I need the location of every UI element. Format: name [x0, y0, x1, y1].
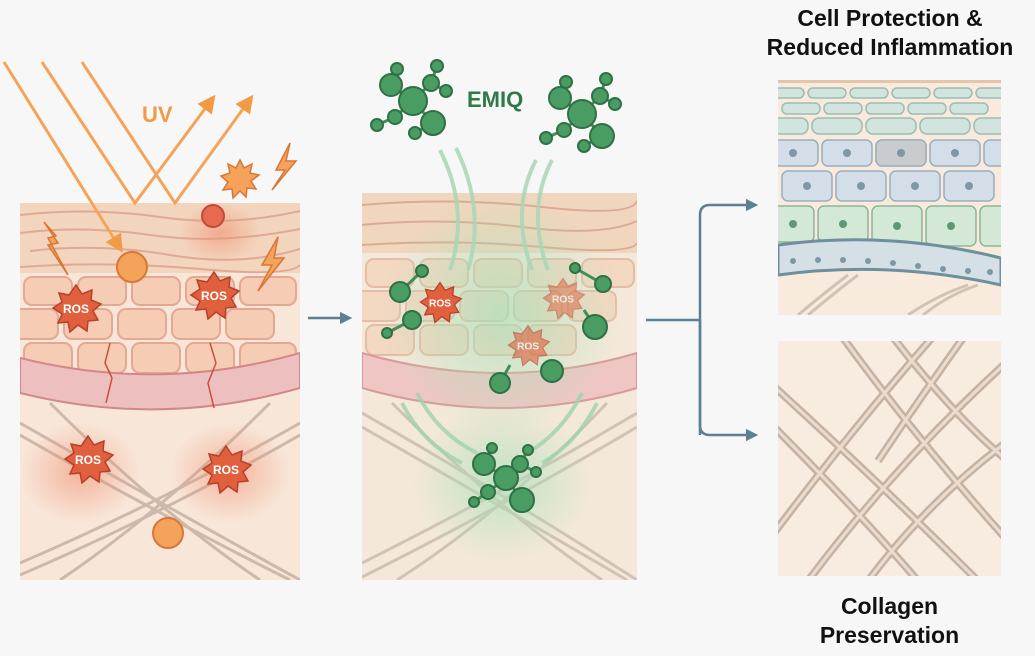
lightning-icon: [257, 236, 286, 292]
lightning-icon: [271, 142, 298, 191]
outcome-title-cell-protection: Cell Protection & Reduced Inflammation: [745, 4, 1035, 62]
ros-markers: ROS ROS ROS ROS ROS ROS ROS: [51, 270, 586, 495]
cell-protection-panel: [778, 80, 1001, 315]
uv-rays: [2, 61, 254, 253]
starburst-icon: [219, 158, 261, 200]
emiq-molecule-icon: [370, 59, 453, 140]
title-line: Preservation: [819, 622, 960, 648]
lightning-icon: [43, 221, 69, 276]
collagen-preservation-panel: [778, 341, 1001, 576]
ros-label: ROS: [63, 302, 89, 316]
ros-label: ROS: [429, 298, 451, 309]
ros-label: ROS: [517, 341, 539, 352]
ros-starburst: ROS: [419, 281, 463, 324]
emiq-molecule-icon: [468, 442, 542, 513]
ros-starburst: ROS: [201, 444, 253, 495]
ros-starburst: ROS: [189, 270, 241, 321]
uv-ray-reflected-2: [80, 61, 254, 206]
uv-ray-absorbed: [2, 61, 123, 253]
ros-label: ROS: [75, 453, 101, 467]
ros-starburst: ROS: [542, 277, 586, 320]
uv-ray-reflected-1: [40, 61, 216, 206]
damage-sparks: [43, 142, 298, 292]
ros-label: ROS: [201, 289, 227, 303]
title-line: Reduced Inflammation: [766, 34, 1014, 60]
uv-label: UV: [142, 102, 173, 127]
title-line: Collagen: [840, 593, 939, 619]
emiq-molecule-icon: [539, 72, 622, 153]
emiq-scavenger-icons: [381, 262, 612, 394]
ros-starburst: ROS: [507, 324, 551, 367]
ros-label: ROS: [213, 463, 239, 477]
ros-starburst: ROS: [63, 434, 115, 485]
outcome-title-collagen: Collagen Preservation: [778, 592, 1001, 650]
penetration-waves: [438, 147, 554, 271]
emiq-label: EMIQ: [467, 87, 524, 112]
ros-label: ROS: [552, 294, 574, 305]
ros-starburst: ROS: [51, 283, 103, 334]
title-line: Cell Protection &: [797, 5, 983, 31]
damaged-skin-panel: [20, 203, 300, 580]
branch-arrow: [646, 198, 759, 442]
